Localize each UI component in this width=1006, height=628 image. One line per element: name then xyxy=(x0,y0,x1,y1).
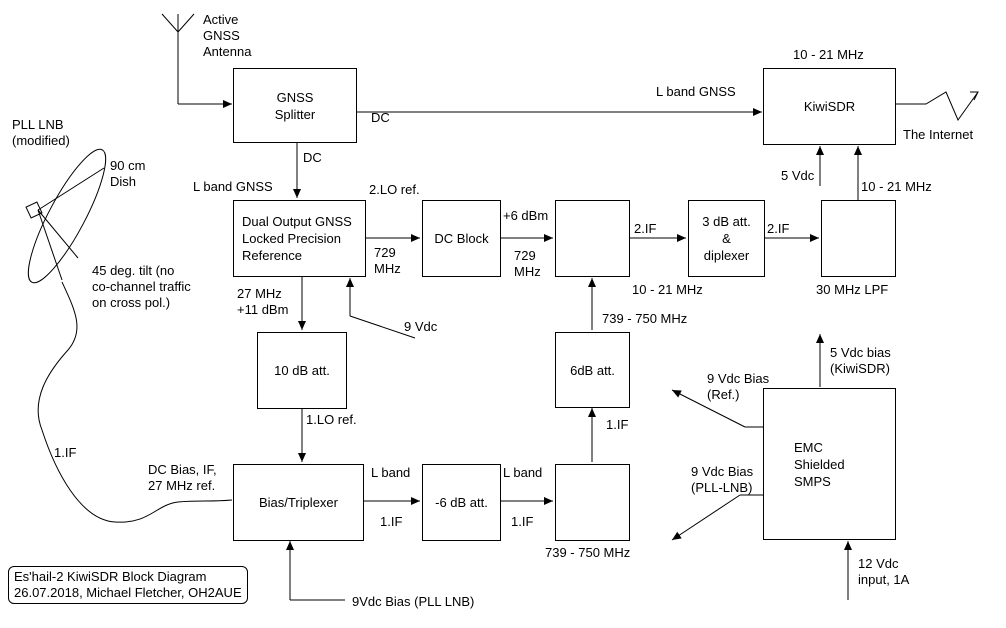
lband-b-label: L band xyxy=(503,465,543,480)
if1-d-label: 1.IF xyxy=(511,514,534,529)
dc-block: DC Block xyxy=(422,200,501,277)
kiwisdr-block: KiwiSDR xyxy=(763,68,896,145)
vdc12-label: 12 Vdc input, 1A xyxy=(858,556,910,587)
att-minus6db-block: -6 dB att. xyxy=(422,464,501,541)
att-6db-block: 6dB att. xyxy=(555,332,630,408)
gnss-splitter-block: GNSS Splitter xyxy=(233,68,357,143)
plus6dbm-label: +6 dBm xyxy=(503,208,549,223)
tilt-label: 45 deg. tilt (no co-channel traffic on c… xyxy=(92,263,191,310)
smps-block: EMC Shielded SMPS xyxy=(763,388,896,540)
range739-b-label: 739 - 750 MHz xyxy=(545,545,631,560)
lpf-block xyxy=(821,200,896,277)
diagram-title: Es'hail-2 KiwiSDR Block Diagram 26.07.20… xyxy=(8,566,248,604)
if1-b-label: 1.IF xyxy=(606,417,629,432)
lband-a-label: L band xyxy=(371,465,411,480)
lband-gnss-left-label: L band GNSS xyxy=(193,179,273,194)
dish-symbol xyxy=(27,148,107,284)
dc-below-label: DC xyxy=(303,150,322,165)
att-10db-block: 10 dB att. xyxy=(257,332,347,409)
lo1-ref-label: 1.LO ref. xyxy=(306,412,357,427)
mixer-block xyxy=(555,200,630,277)
vdc9-label: 9 Vdc xyxy=(404,319,438,334)
lo2-ref-label: 2.LO ref. xyxy=(369,182,420,197)
range-lpf-out-label: 10 - 21 MHz xyxy=(861,179,932,194)
vdc5-label: 5 Vdc xyxy=(781,168,815,183)
range-top-label: 10 - 21 MHz xyxy=(793,47,864,62)
antenna-label: Active GNSS Antenna xyxy=(203,12,252,59)
range739-a-label: 739 - 750 MHz xyxy=(602,311,688,326)
mhz27-label: 27 MHz +11 dBm xyxy=(237,286,289,317)
if1-c-label: 1.IF xyxy=(380,514,403,529)
lband-gnss-top-label: L band GNSS xyxy=(656,84,736,99)
internet-label: The Internet xyxy=(903,127,974,142)
dual-reference-block: Dual Output GNSS Locked Precision Refere… xyxy=(233,200,366,277)
bias9-lnb-label: 9 Vdc Bias (PLL-LNB) xyxy=(691,464,754,495)
mhz729-b-label: 729 MHz xyxy=(514,248,541,279)
dc-bias-label: DC Bias, IF, 27 MHz ref. xyxy=(148,462,217,493)
lpf30-label: 30 MHz LPF xyxy=(816,282,889,297)
if2-a-label: 2.IF xyxy=(634,221,657,236)
bias9-ref-label: 9 Vdc Bias (Ref.) xyxy=(707,371,770,402)
bpf-block xyxy=(555,464,630,541)
mhz729-a-label: 729 MHz xyxy=(374,245,401,276)
if1-cable-label: 1.IF xyxy=(54,445,77,460)
dc-right-label: DC xyxy=(371,110,390,125)
range-mid-label: 10 - 21 MHz xyxy=(632,282,703,297)
pll-lnb-label: PLL LNB (modified) xyxy=(12,117,70,148)
att-3db-diplexer-block: 3 dB att. & diplexer xyxy=(688,200,765,277)
bias5-kiwi-label: 5 Vdc bias (KiwiSDR) xyxy=(830,345,891,376)
bias9-pll-bottom-label: 9Vdc Bias (PLL LNB) xyxy=(352,594,475,609)
if2-b-label: 2.IF xyxy=(767,221,790,236)
bias-triplexer-block: Bias/Triplexer xyxy=(233,464,364,541)
dish-label: 90 cm Dish xyxy=(110,158,146,189)
